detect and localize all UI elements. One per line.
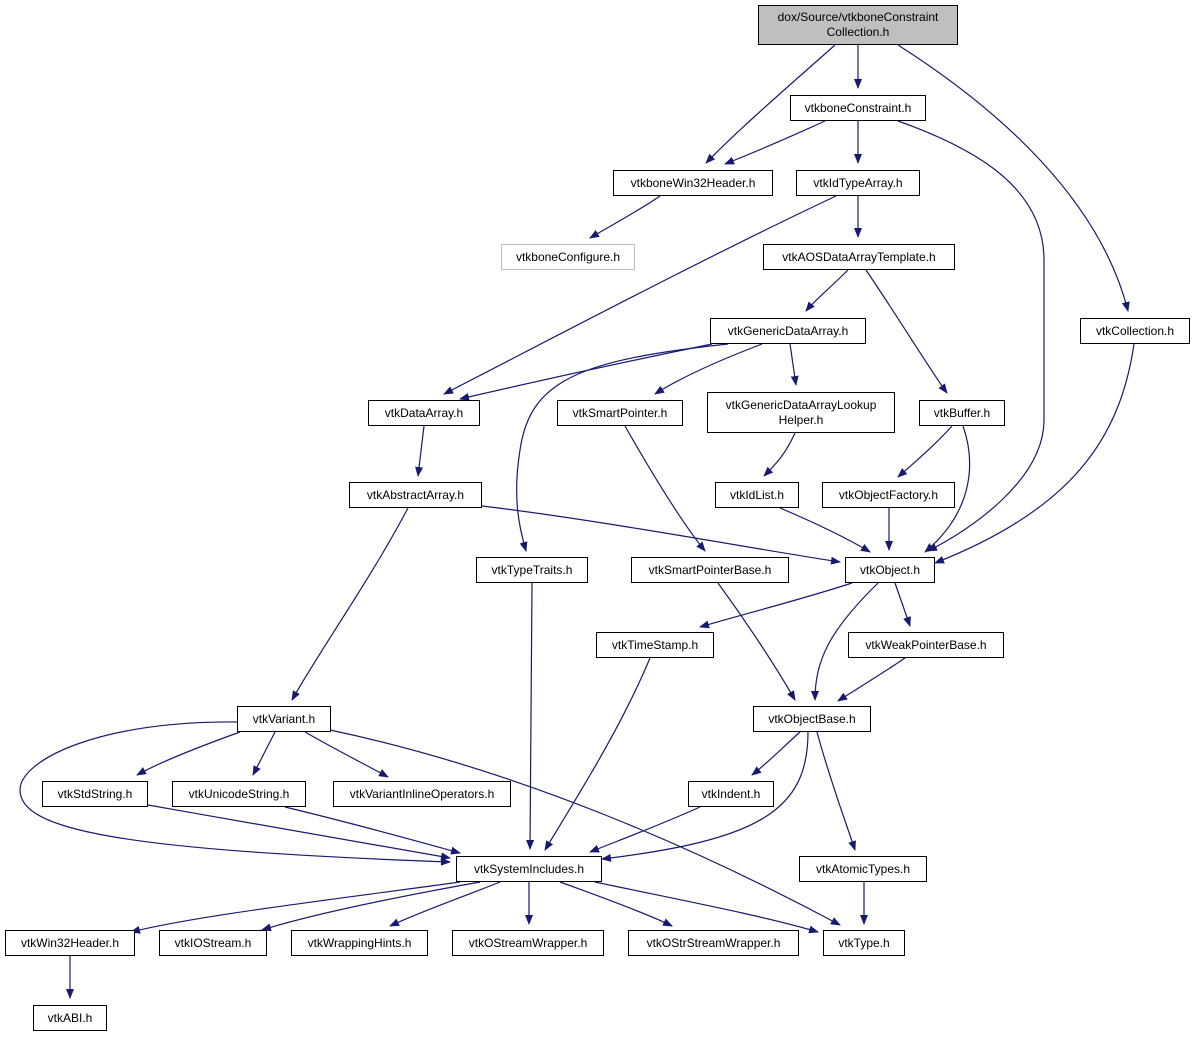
node-vtkcollection[interactable]: vtkCollection.h [1080, 318, 1190, 344]
edge-systemincludes-iostream [261, 881, 481, 932]
edge-bonewin32-boneconfigure [589, 195, 661, 239]
node-vtkabstractarray[interactable]: vtkAbstractArray.h [349, 482, 482, 508]
edge-genericdataarray-typetraits [516, 343, 729, 552]
edge-genericdataarray-smartpointer [654, 343, 763, 395]
node-vtkbuffer[interactable]: vtkBuffer.h [919, 400, 1005, 426]
node-vtkidtypearray[interactable]: vtkIdTypeArray.h [796, 170, 920, 196]
edge-timestamp-systemincludes [544, 657, 651, 851]
edge-idtypearray-dataarray [443, 195, 837, 395]
node-vtkboneconfigure: vtkboneConfigure.h [501, 244, 635, 270]
edge-object-weakpointerbase [894, 582, 911, 627]
edge-boneconstraint-bonewin32 [724, 120, 826, 165]
edge-buffer-object [924, 425, 971, 553]
edge-variant-type [329, 729, 841, 926]
node-vtkabi[interactable]: vtkABI.h [33, 1005, 107, 1031]
edge-weakpointerbase-objectbase [837, 657, 906, 702]
node-vtkobjectbase[interactable]: vtkObjectBase.h [753, 706, 871, 732]
edge-idlist-object [779, 507, 871, 553]
edge-unicodestring-systemincludes [284, 806, 461, 855]
edge-genericdataarray-lookuphelper [789, 343, 799, 386]
edge-variant-systemincludes [19, 721, 451, 866]
edge-abstractarray-variant [291, 507, 409, 701]
node-vtkidlist[interactable]: vtkIdList.h [715, 482, 799, 508]
node-vtkostrstreamwrapper[interactable]: vtkOStrStreamWrapper.h [628, 930, 799, 956]
node-vtkvariantinlineoperators[interactable]: vtkVariantInlineOperators.h [333, 781, 511, 807]
edge-genericdataarray-dataarray [459, 343, 713, 401]
node-vtkaosdataarraytemplate[interactable]: vtkAOSDataArrayTemplate.h [763, 244, 955, 270]
edge-buffer-objectfactory [897, 425, 953, 478]
edge-object-timestamp [699, 582, 853, 629]
edge-objectbase-indent [751, 731, 801, 776]
edge-stdstring-systemincludes [147, 804, 451, 861]
edge-systemincludes-ostrstreamwrapper [559, 881, 673, 927]
node-vtkatomictypes[interactable]: vtkAtomicTypes.h [799, 856, 927, 882]
node-vtkwrappinghints[interactable]: vtkWrappingHints.h [291, 930, 428, 956]
node-vtksmartpointer[interactable]: vtkSmartPointer.h [557, 400, 683, 426]
edge-objectbase-atomictypes [816, 731, 856, 851]
node-vtkgenericdataarraylookuphelper[interactable]: vtkGenericDataArrayLookup Helper.h [707, 392, 895, 433]
node-vtkostreamwrapper[interactable]: vtkOStreamWrapper.h [452, 930, 604, 956]
root-file-node: dox/Source/vtkboneConstraint Collection.… [758, 5, 958, 45]
edge-smartpointerbase-objectbase [717, 582, 796, 701]
edge-systemincludes-win32header [130, 881, 461, 934]
edge-aostemplate-buffer [865, 269, 948, 394]
node-vtkstdstring[interactable]: vtkStdString.h [42, 781, 148, 807]
edge-indent-systemincludes [589, 806, 701, 853]
node-vtktype[interactable]: vtkType.h [823, 930, 905, 956]
node-vtktypetraits[interactable]: vtkTypeTraits.h [476, 557, 588, 583]
node-vtkbonewin32header[interactable]: vtkboneWin32Header.h [613, 170, 773, 196]
edge-variant-unicodestring [252, 731, 276, 776]
edge-systemincludes-type [594, 881, 819, 934]
node-vtkobject[interactable]: vtkObject.h [845, 557, 935, 583]
node-vtkobjectfactory[interactable]: vtkObjectFactory.h [822, 482, 955, 508]
edge-variant-variantinline [304, 731, 389, 778]
node-vtktimestamp[interactable]: vtkTimeStamp.h [596, 632, 714, 658]
node-vtkiostream[interactable]: vtkIOStream.h [159, 930, 267, 956]
node-vtkboneconstraint[interactable]: vtkboneConstraint.h [790, 95, 926, 121]
node-vtkwin32header[interactable]: vtkWin32Header.h [5, 930, 135, 956]
edge-smartpointer-smartpointerbase [624, 425, 706, 552]
edge-root-bonewin32 [705, 44, 836, 164]
edge-objectbase-systemincludes [601, 731, 809, 862]
edge-collection-object [934, 343, 1135, 564]
node-vtkindent[interactable]: vtkIndent.h [688, 781, 774, 807]
edge-abstractarray-object [481, 505, 841, 565]
node-vtkunicodestring[interactable]: vtkUnicodeString.h [172, 781, 306, 807]
node-vtkvariant[interactable]: vtkVariant.h [237, 706, 331, 732]
edge-lookuphelper-idlist [763, 432, 796, 477]
edge-systemincludes-wrappinghints [389, 881, 501, 927]
edge-aostemplate-genericdataarray [805, 269, 849, 312]
node-vtksmartpointerbase[interactable]: vtkSmartPointerBase.h [631, 557, 789, 583]
node-vtkweakpointerbase[interactable]: vtkWeakPointerBase.h [848, 632, 1004, 658]
edge-object-objectbase [811, 582, 879, 701]
edge-variant-stdstring [136, 731, 241, 776]
edge-boneconstraint-object [897, 120, 1045, 552]
node-vtkdataarray[interactable]: vtkDataArray.h [368, 400, 480, 426]
node-vtksystemincludes[interactable]: vtkSystemIncludes.h [456, 856, 602, 882]
edge-typetraits-systemincludes [526, 582, 535, 850]
edge-dataarray-abstractarray [415, 425, 425, 477]
node-vtkgenericdataarray[interactable]: vtkGenericDataArray.h [710, 318, 866, 344]
edge-root-collection [897, 44, 1130, 312]
